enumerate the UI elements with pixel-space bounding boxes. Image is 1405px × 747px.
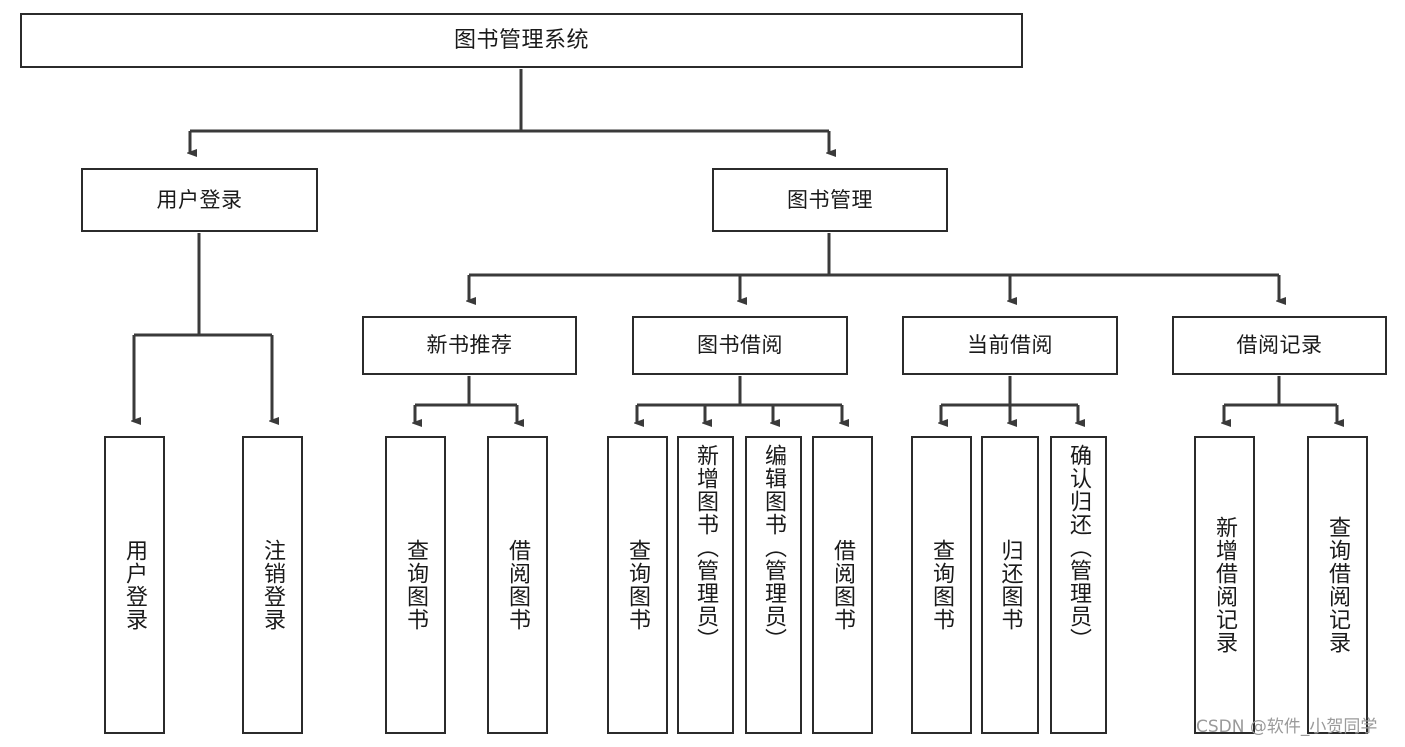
node-leaf-query-borrow-record[interactable]: 查询借阅记录 [1307,436,1368,734]
node-label: 新增图书（管理员） [693,444,719,651]
node-book-manage[interactable]: 图书管理 [712,168,948,232]
node-leaf-add-book-admin[interactable]: 新增图书（管理员） [677,436,734,734]
node-leaf-logout[interactable]: 注销登录 [242,436,303,734]
node-label: 借阅图书 [830,539,856,631]
node-user-login[interactable]: 用户登录 [81,168,318,232]
node-label: 用户登录 [156,187,243,212]
node-leaf-confirm-return-admin[interactable]: 确认归还（管理员） [1050,436,1107,734]
node-new-book-recommend[interactable]: 新书推荐 [362,316,577,375]
node-label: 查询图书 [625,539,651,631]
node-label: 图书管理 [787,187,873,212]
node-leaf-query-book-borrow[interactable]: 查询图书 [607,436,668,734]
node-label: 查询借阅记录 [1325,516,1351,654]
node-label: 确认归还（管理员） [1066,444,1092,651]
node-label: 用户登录 [122,539,148,631]
node-label: 编辑图书（管理员） [761,444,787,651]
node-label: 图书借阅 [697,333,783,358]
node-book-borrow[interactable]: 图书借阅 [632,316,848,375]
node-label: 图书管理系统 [453,27,589,53]
node-leaf-borrow-book[interactable]: 借阅图书 [812,436,873,734]
node-current-borrow[interactable]: 当前借阅 [902,316,1118,375]
node-borrow-record[interactable]: 借阅记录 [1172,316,1387,375]
node-root-system[interactable]: 图书管理系统 [20,13,1023,68]
node-label: 注销登录 [260,539,286,631]
node-label: 当前借阅 [967,333,1053,358]
node-leaf-query-book-recommend[interactable]: 查询图书 [385,436,446,734]
node-leaf-return-book[interactable]: 归还图书 [981,436,1039,734]
node-leaf-borrow-book-recommend[interactable]: 借阅图书 [487,436,548,734]
node-leaf-user-login[interactable]: 用户登录 [104,436,165,734]
node-leaf-add-borrow-record[interactable]: 新增借阅记录 [1194,436,1255,734]
csdn-watermark: CSDN @软件_小贺同学 [1196,717,1378,737]
node-label: 借阅记录 [1236,333,1323,358]
node-label: 查询图书 [929,539,955,631]
node-label: 新增借阅记录 [1212,516,1238,654]
node-label: 借阅图书 [505,539,531,631]
node-leaf-edit-book-admin[interactable]: 编辑图书（管理员） [745,436,802,734]
node-label: 归还图书 [997,539,1023,631]
node-label: 查询图书 [403,539,429,631]
node-label: 新书推荐 [426,333,513,358]
node-leaf-query-book-current[interactable]: 查询图书 [911,436,972,734]
